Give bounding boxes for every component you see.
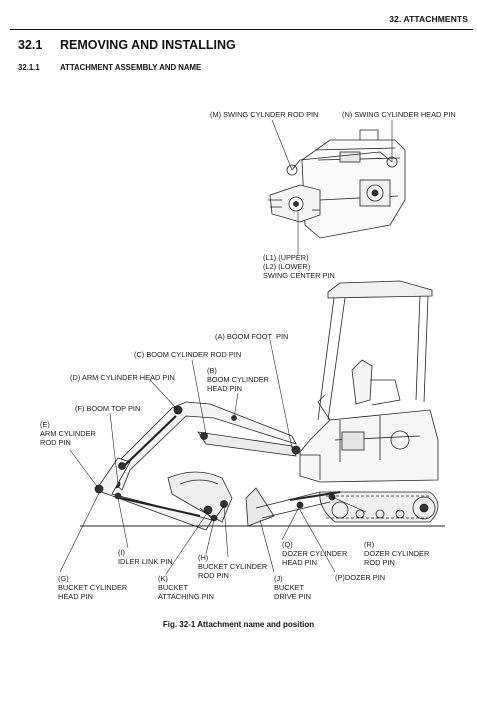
swing-bracket-detail (268, 129, 406, 239)
label-a-boom-foot-pin: (A) BOOM FOOT PIN (215, 332, 289, 341)
figure-caption: Fig. 32-1 Attachment name and position (162, 620, 315, 629)
upper-structure (299, 409, 439, 483)
label-f-boom-top-pin: (F) BOOM TOP PIN (75, 404, 141, 413)
leader-lines (59, 119, 393, 575)
chapter-header: 32. ATTACHMENTS (389, 14, 468, 24)
label-l-swing-center-pin: (L1) (UPPER) (L2) (LOWER) SWING CENTER P… (263, 253, 335, 280)
label-b-boom-cylinder-head-pin: (B) BOOM CYLINDER HEAD PIN (207, 366, 270, 393)
section-title: REMOVING AND INSTALLING (60, 38, 236, 52)
canopy-cab (317, 280, 433, 421)
label-m-swing-cylinder-rod-pin: (M) SWING CYLNDER ROD PIN (210, 110, 319, 119)
label-d-arm-cylinder-head-pin: (D) ARM CYLINDER HEAD PIN (70, 373, 175, 382)
label-p-dozer-pin: (P)DOZER PIN (335, 573, 386, 582)
subsection-number: 32.1.1 (18, 63, 40, 72)
label-r-dozer-cylinder-rod-pin: (R) DOZER CYLINDER ROD PIN (364, 540, 430, 567)
dozer-blade (245, 487, 341, 527)
label-n-swing-cylinder-head-pin: (N) SWING CYLINDER HEAD PIN (342, 110, 456, 119)
track-undercarriage (319, 491, 439, 523)
header-rule (10, 29, 473, 30)
label-k-bucket-attaching-pin: (K) BUCKET ATTACHING PIN (158, 574, 214, 601)
label-c-boom-cylinder-rod-pin: (C) BOOM CYLINDER ROD PIN (134, 350, 242, 359)
label-h-bucket-cylinder-rod-pin: (H) BUCKET CYLINDER ROD PIN (198, 553, 268, 580)
label-g-bucket-cylinder-head-pin: (G) BUCKET CYLINDER HEAD PIN (58, 574, 128, 601)
section-number: 32.1 (18, 38, 43, 52)
subsection-title: ATTACHMENT ASSEMBLY AND NAME (60, 63, 202, 72)
label-e-arm-cylinder-rod-pin: (E) ARM CYLINDER ROD PIN (40, 420, 96, 447)
label-j-bucket-drive-pin: (J) BUCKET DRIVE PIN (274, 574, 311, 601)
label-i-idler-link-pin: (I) IDLER LINK PIN (118, 548, 173, 566)
label-q-dozer-cylinder-head-pin: (Q) DOZER CYLINDER HEAD PIN (282, 540, 348, 567)
